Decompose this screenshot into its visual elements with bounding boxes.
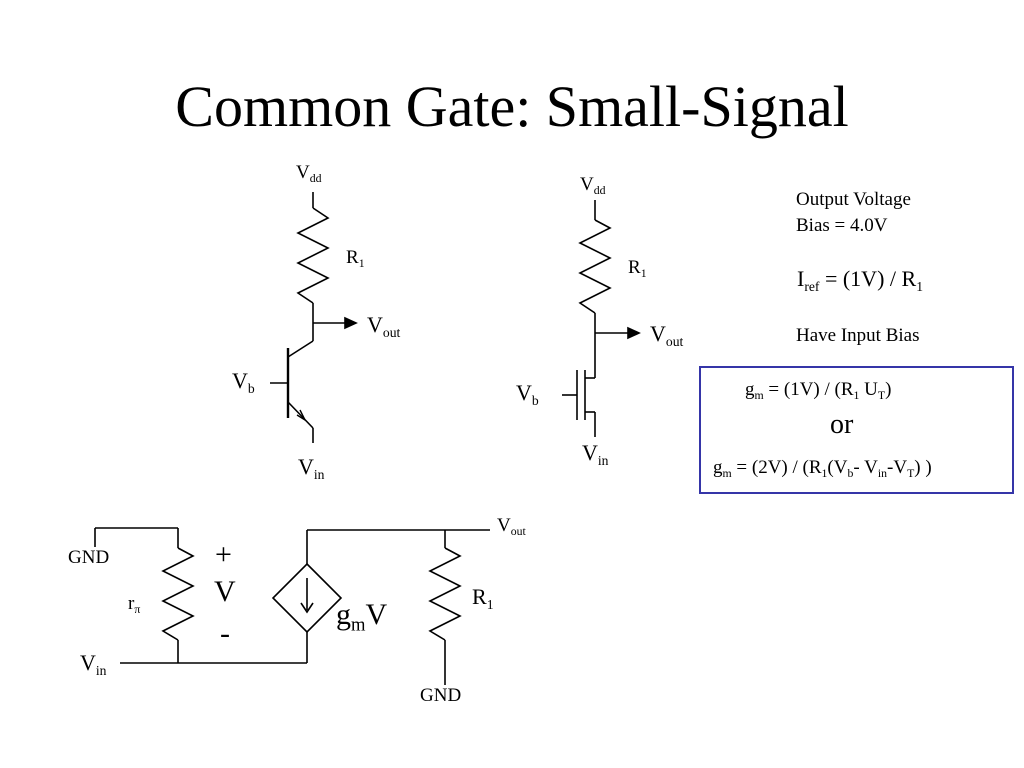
ss-vout-label: Vout (497, 515, 526, 539)
bjt-vout-arrow (344, 316, 358, 330)
rpi-label: rπ (128, 593, 141, 617)
bjt-emitter-arrow (296, 409, 307, 422)
gnd-bottom-label: GND (420, 685, 462, 706)
gm-equation-box (699, 366, 1014, 494)
gm-equation-1: gm = (1V) / (R1 UT) (745, 379, 892, 403)
mos-r1-resistor (578, 219, 612, 314)
gm-v-label: gmV (336, 598, 388, 636)
bjt-r1-resistor (296, 207, 330, 304)
gnd-left-label: GND (68, 547, 110, 568)
mos-vb-label: Vb (516, 380, 539, 408)
bjt-vin-label: Vin (298, 454, 325, 482)
rpi-resistor (161, 547, 195, 641)
output-bias-line2: Bias = 4.0V (796, 215, 888, 236)
small-signal-wires (94, 527, 490, 685)
mos-vin-label: Vin (582, 440, 609, 468)
mos-vout-arrow (627, 326, 641, 340)
mos-r1-label: R1 (628, 257, 647, 281)
minus-sign: - (220, 617, 230, 650)
input-bias-note: Have Input Bias (796, 325, 920, 346)
bjt-vb-label: Vb (232, 368, 255, 396)
ss-vin-label: Vin (80, 650, 107, 678)
current-source-arrow (300, 602, 314, 614)
mos-vdd-label: Vdd (580, 174, 606, 198)
gm-equation-2: gm = (2V) / (R1(Vb- Vin-VT) ) (713, 457, 932, 481)
v-label: V (214, 575, 236, 608)
mos-circuit-wires (562, 200, 641, 437)
bjt-vout-label: Vout (367, 312, 401, 340)
slide-title: Common Gate: Small-Signal (175, 74, 849, 139)
current-source-diamond (271, 562, 343, 634)
bjt-circuit-wires (270, 192, 358, 443)
or-text: or (830, 409, 854, 440)
output-bias-line1: Output Voltage (796, 189, 911, 210)
r1-small-signal-resistor (428, 547, 462, 641)
plus-sign: + (215, 538, 232, 571)
bjt-vdd-label: Vdd (296, 162, 322, 186)
ss-r1-label: R1 (472, 584, 494, 612)
iref-equation: Iref = (1V) / R1 (797, 266, 923, 294)
mos-vout-label: Vout (650, 321, 684, 349)
bjt-r1-label: R1 (346, 247, 365, 271)
